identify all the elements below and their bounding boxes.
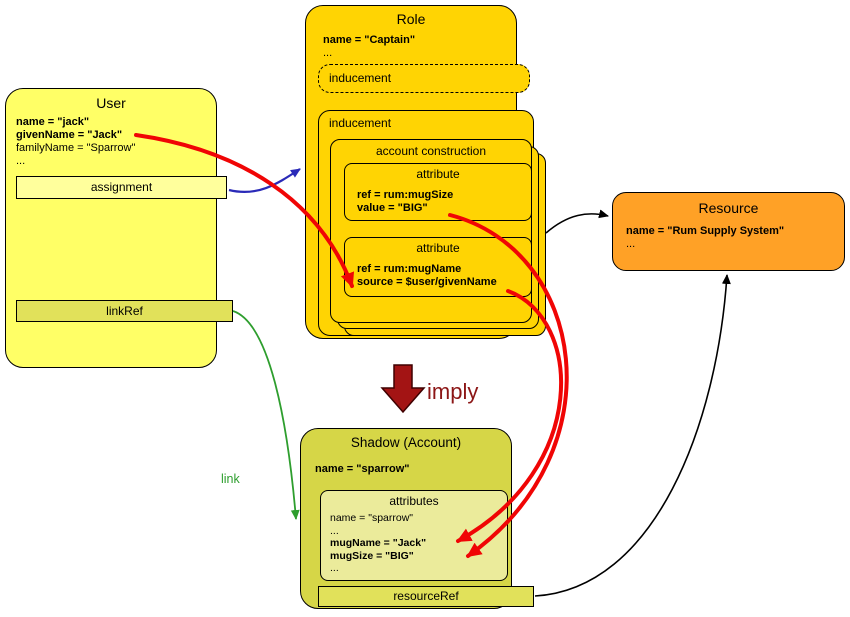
resource-name-line: name = "Rum Supply System" bbox=[626, 225, 785, 237]
shadow-attr-mugsize-line: mugSize = "BIG" bbox=[330, 549, 414, 562]
shadow-name-line: name = "sparrow" bbox=[315, 463, 410, 475]
shadow-attributes-box: attributes name = "sparrow" ... mugName … bbox=[320, 490, 508, 581]
assignment-box: assignment bbox=[16, 176, 227, 199]
resource-title: Resource bbox=[698, 200, 759, 216]
attribute-mugname-title: attribute bbox=[416, 241, 460, 255]
attribute-mugsize-title: attribute bbox=[416, 167, 460, 181]
inducement-dashed-label: inducement bbox=[329, 71, 392, 85]
resourceref-label: resourceRef bbox=[393, 589, 459, 603]
imply-label: imply bbox=[427, 379, 479, 404]
account-construction-title: account construction bbox=[375, 144, 487, 158]
role-name-line: name = "Captain" bbox=[323, 34, 416, 46]
shadow-attr-ellipsis-1: ... bbox=[330, 524, 339, 537]
user-familyname-line: familyName = "Sparrow" bbox=[16, 142, 136, 154]
arrow-assignment-to-role bbox=[228, 168, 301, 194]
shadow-attr-name-line: name = "sparrow" bbox=[330, 512, 414, 524]
arrow-role-to-resource bbox=[545, 209, 609, 234]
user-title: User bbox=[96, 95, 126, 111]
shadow-attr-ellipsis-2: ... bbox=[330, 562, 339, 575]
attribute-mugname-source-line: source = $user/givenName bbox=[357, 276, 497, 288]
role-ellipsis: ... bbox=[323, 47, 333, 59]
attribute-mugsize-box: attribute ref = rum:mugSize value = "BIG… bbox=[344, 163, 532, 221]
inducement-dashed-box: inducement bbox=[318, 64, 530, 93]
user-ellipsis: ... bbox=[16, 155, 26, 167]
user-name-line: name = "jack" bbox=[16, 116, 90, 128]
arrow-linkref-to-shadow bbox=[232, 310, 300, 520]
resource-ellipsis: ... bbox=[626, 238, 636, 250]
user-givenname-line: givenName = "Jack" bbox=[16, 129, 123, 141]
attribute-mugsize-value-line: value = "BIG" bbox=[357, 202, 428, 214]
attribute-mugname-ref-line: ref = rum:mugName bbox=[357, 263, 462, 275]
inducement-label: inducement bbox=[329, 116, 392, 130]
attribute-mugname-box: attribute ref = rum:mugName source = $us… bbox=[344, 237, 532, 297]
shadow-title: Shadow (Account) bbox=[350, 435, 462, 450]
shadow-attr-mugname-line: mugName = "Jack" bbox=[330, 537, 427, 550]
linkref-label: linkRef bbox=[106, 304, 143, 318]
attribute-mugsize-ref-line: ref = rum:mugSize bbox=[357, 189, 454, 201]
user-box: User name = "jack" givenName = "Jack" fa… bbox=[5, 88, 217, 368]
arrow-resourceref-to-resource bbox=[534, 274, 731, 597]
shadow-attributes-title: attributes bbox=[389, 494, 439, 508]
role-title: Role bbox=[396, 11, 426, 27]
imply-arrow bbox=[380, 364, 426, 414]
resource-box: Resource name = "Rum Supply System" ... bbox=[612, 192, 845, 271]
assignment-label: assignment bbox=[90, 180, 153, 194]
linkref-box: linkRef bbox=[16, 300, 233, 322]
link-label: link bbox=[221, 472, 240, 486]
resourceref-box: resourceRef bbox=[318, 586, 534, 607]
